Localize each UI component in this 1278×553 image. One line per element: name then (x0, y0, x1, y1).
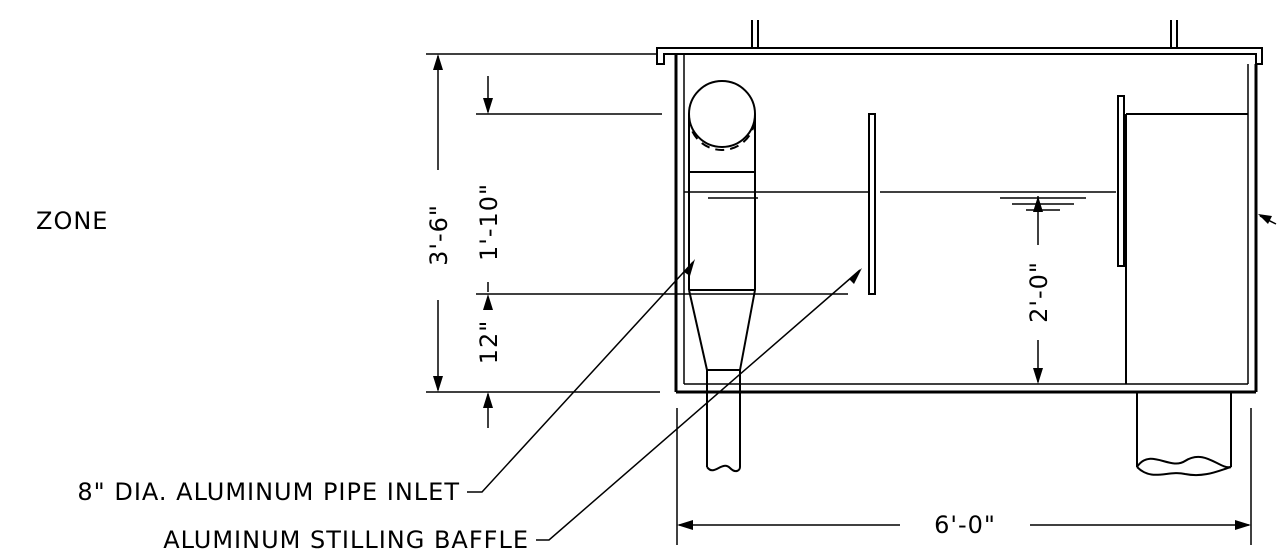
water-depth-dimension: 2'-0" (1025, 196, 1053, 384)
dim-upper-segment: 1'-10" (475, 183, 503, 261)
tank-rim (656, 47, 1263, 65)
tank-body (656, 20, 1263, 394)
dim-overall-height: 3'-6" (425, 204, 453, 266)
vertical-dimensions: 3'-6" 1'-10" 12" (425, 53, 848, 428)
water-level (684, 191, 1116, 211)
pipe-elbow (688, 80, 756, 148)
dim-overall-width: 6'-0" (934, 511, 996, 539)
pipe-inlet-label: 8" DIA. ALUMINUM PIPE INLET (77, 478, 460, 506)
pipe-inlet-leader (467, 261, 694, 493)
stilling-baffle-label: ALUMINUM STILLING BAFFLE (163, 526, 529, 553)
zone-label: ZONE (36, 207, 108, 235)
inlet-pipe (688, 80, 756, 473)
dim-lower-segment: 12" (475, 320, 503, 365)
stilling-baffle (868, 113, 876, 295)
outlet-chamber (1117, 95, 1248, 477)
baffle-leader (536, 269, 861, 541)
dim-water-depth: 2'-0" (1025, 261, 1053, 323)
width-dimension: 6'-0" (676, 408, 1252, 545)
outlet-weir (1117, 95, 1125, 267)
leaders (467, 214, 1277, 541)
